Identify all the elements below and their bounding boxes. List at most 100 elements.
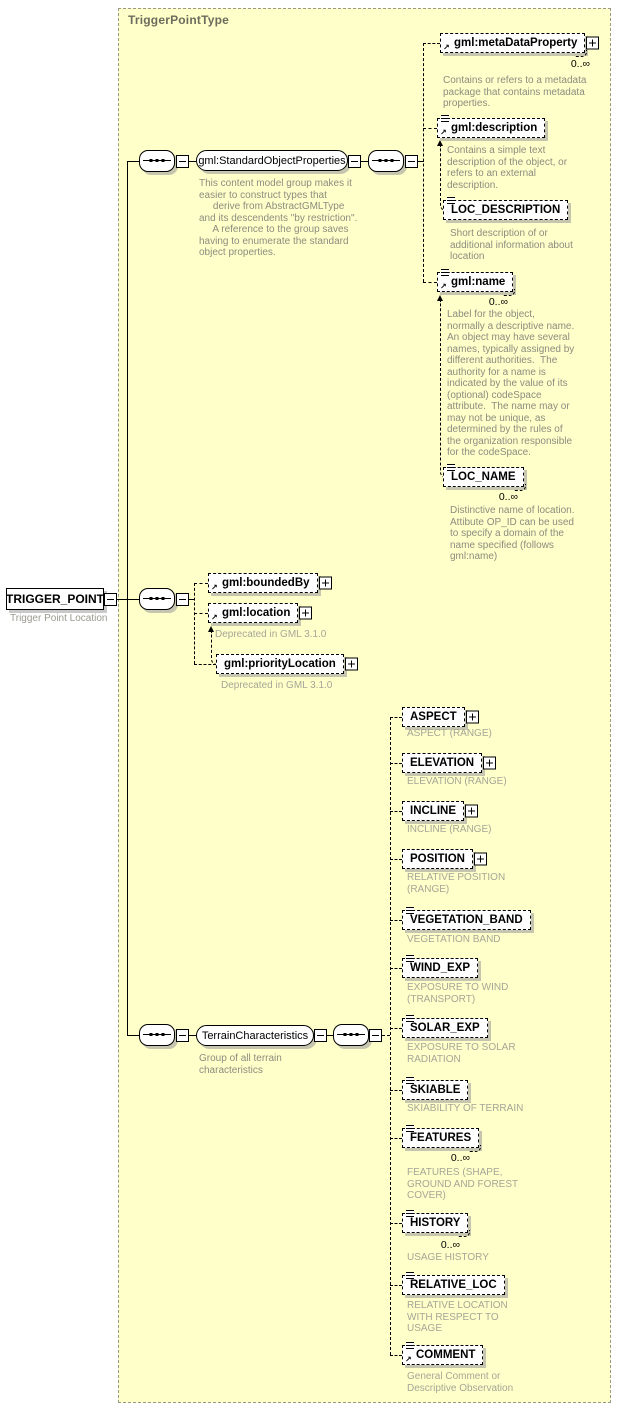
element-trigger-point[interactable]: TRIGGER_POINT <box>6 588 104 610</box>
element-label: WIND_EXP <box>410 962 471 974</box>
connector-line <box>390 1090 402 1091</box>
expand-icon[interactable] <box>483 756 497 770</box>
connector-line <box>418 161 424 162</box>
element-solar-exp[interactable]: SOLAR_EXP <box>402 1015 488 1038</box>
connector-line <box>423 43 440 44</box>
reference-arrow-icon: ↗ <box>405 1355 412 1364</box>
element-annotation: Trigger Point Location <box>10 613 108 624</box>
sequence-compositor[interactable] <box>139 150 175 172</box>
complextype-container <box>118 8 611 1403</box>
collapse-icon[interactable] <box>314 1029 327 1042</box>
sequence-compositor[interactable] <box>368 150 404 172</box>
connector-line <box>423 43 424 282</box>
annotation-icon <box>447 464 455 471</box>
element-gml-metadataproperty[interactable]: ↗ gml:metaDataProperty <box>440 33 600 57</box>
occurrence-label: 0..∞ <box>440 1239 460 1251</box>
element-label: VEGETATION_BAND <box>410 914 523 926</box>
expand-icon[interactable] <box>586 36 600 50</box>
element-gml-prioritylocation[interactable]: gml:priorityLocation <box>216 654 358 674</box>
collapse-icon[interactable] <box>176 155 189 168</box>
reference-arrow-icon: ↗ <box>211 583 218 592</box>
element-label: gml:boundedBy <box>222 577 310 589</box>
connector-line <box>117 599 142 600</box>
group-standard-object-properties[interactable]: gml:StandardObjectProperties <box>196 150 348 171</box>
element-annotation: Distinctive name of location. Attibute O… <box>450 505 575 562</box>
element-annotation: INCLINE (RANGE) <box>407 824 492 835</box>
element-gml-boundedby[interactable]: ↗ gml:boundedBy <box>208 573 332 593</box>
connector-line <box>127 161 128 1036</box>
connector-line <box>390 1223 402 1224</box>
element-loc-description[interactable]: LOC_DESCRIPTION <box>443 197 569 220</box>
element-annotation: VEGETATION BAND <box>407 934 501 945</box>
sequence-compositor[interactable] <box>139 588 175 610</box>
collapse-icon[interactable] <box>176 1029 189 1042</box>
reference-arrow-icon: ↗ <box>440 282 447 291</box>
element-annotation: RELATIVE POSITION (RANGE) <box>407 872 506 895</box>
collapse-icon[interactable] <box>176 593 189 606</box>
element-skiable[interactable]: SKIABLE <box>402 1077 469 1100</box>
connector-line <box>423 128 437 129</box>
sequence-compositor[interactable] <box>139 1024 175 1046</box>
element-label: gml:description <box>451 122 538 134</box>
element-gml-description[interactable]: ↗ gml:description <box>437 115 546 138</box>
connector-line <box>382 1035 390 1036</box>
connector-line <box>390 920 402 921</box>
connector-line <box>194 583 208 584</box>
element-elevation[interactable]: ELEVATION <box>402 753 497 773</box>
element-gml-name[interactable]: ↗ gml:name <box>437 269 516 296</box>
element-features[interactable]: FEATURES <box>402 1125 482 1152</box>
connector-line <box>390 717 391 1355</box>
element-loc-name[interactable]: LOC_NAME <box>443 464 526 491</box>
element-label: POSITION <box>410 853 465 865</box>
connector-line <box>194 583 195 664</box>
collapse-icon[interactable] <box>104 593 117 606</box>
expand-icon[interactable] <box>344 657 358 671</box>
element-label: gml:metaDataProperty <box>454 37 578 49</box>
annotation-icon <box>406 955 414 962</box>
element-label: INCLINE <box>410 805 456 817</box>
connector-line <box>194 613 208 614</box>
element-label: COMMENT <box>416 1349 476 1361</box>
connector-line <box>390 763 402 764</box>
element-vegetation-band[interactable]: VEGETATION_BAND <box>402 907 531 930</box>
expand-icon[interactable] <box>318 576 332 590</box>
element-annotation: ELEVATION (RANGE) <box>407 776 507 787</box>
connector-line <box>423 282 437 283</box>
sequence-compositor[interactable] <box>333 1024 369 1046</box>
element-label: LOC_DESCRIPTION <box>451 204 561 216</box>
collapse-icon[interactable] <box>348 155 361 168</box>
element-gml-location[interactable]: ↗ gml:location <box>208 603 313 623</box>
element-annotation: FEATURES (SHAPE, GROUND AND FOREST COVER… <box>407 1167 519 1201</box>
substitution-arrow-icon <box>437 295 443 301</box>
expand-icon[interactable] <box>299 606 313 620</box>
element-incline[interactable]: INCLINE <box>402 801 478 821</box>
connector-line <box>127 1035 140 1036</box>
connector-line <box>361 161 368 162</box>
collapse-icon[interactable] <box>405 155 418 168</box>
element-relative-loc[interactable]: RELATIVE_LOC <box>402 1272 505 1295</box>
element-history[interactable]: HISTORY <box>402 1210 471 1237</box>
annotation-icon <box>447 197 455 204</box>
element-annotation: SKIABILITY OF TERRAIN <box>407 1103 524 1114</box>
repeat-indicator-icon <box>469 1145 482 1152</box>
element-wind-exp[interactable]: WIND_EXP <box>402 955 479 978</box>
element-comment[interactable]: ↗ COMMENT <box>402 1342 484 1365</box>
element-label: SOLAR_EXP <box>410 1022 480 1034</box>
group-terrain-characteristics[interactable]: TerrainCharacteristics <box>196 1025 314 1046</box>
element-position[interactable]: POSITION <box>402 849 487 869</box>
reference-arrow-icon: ↗ <box>211 613 218 622</box>
connector-line <box>390 1028 402 1029</box>
element-label: ELEVATION <box>410 757 475 769</box>
connector-line <box>390 1355 402 1356</box>
connector-line <box>189 599 194 600</box>
connector-line <box>390 859 402 860</box>
element-annotation: Deprecated in GML 3.1.0 <box>221 680 333 691</box>
element-annotation: Short description of or additional infor… <box>450 228 573 262</box>
expand-icon[interactable] <box>465 804 478 818</box>
expand-icon[interactable] <box>465 710 479 724</box>
element-aspect[interactable]: ASPECT <box>402 707 479 727</box>
substitution-arrow-icon <box>208 626 214 632</box>
connector-line <box>390 717 402 718</box>
expand-icon[interactable] <box>473 852 487 866</box>
collapse-icon[interactable] <box>369 1029 382 1042</box>
